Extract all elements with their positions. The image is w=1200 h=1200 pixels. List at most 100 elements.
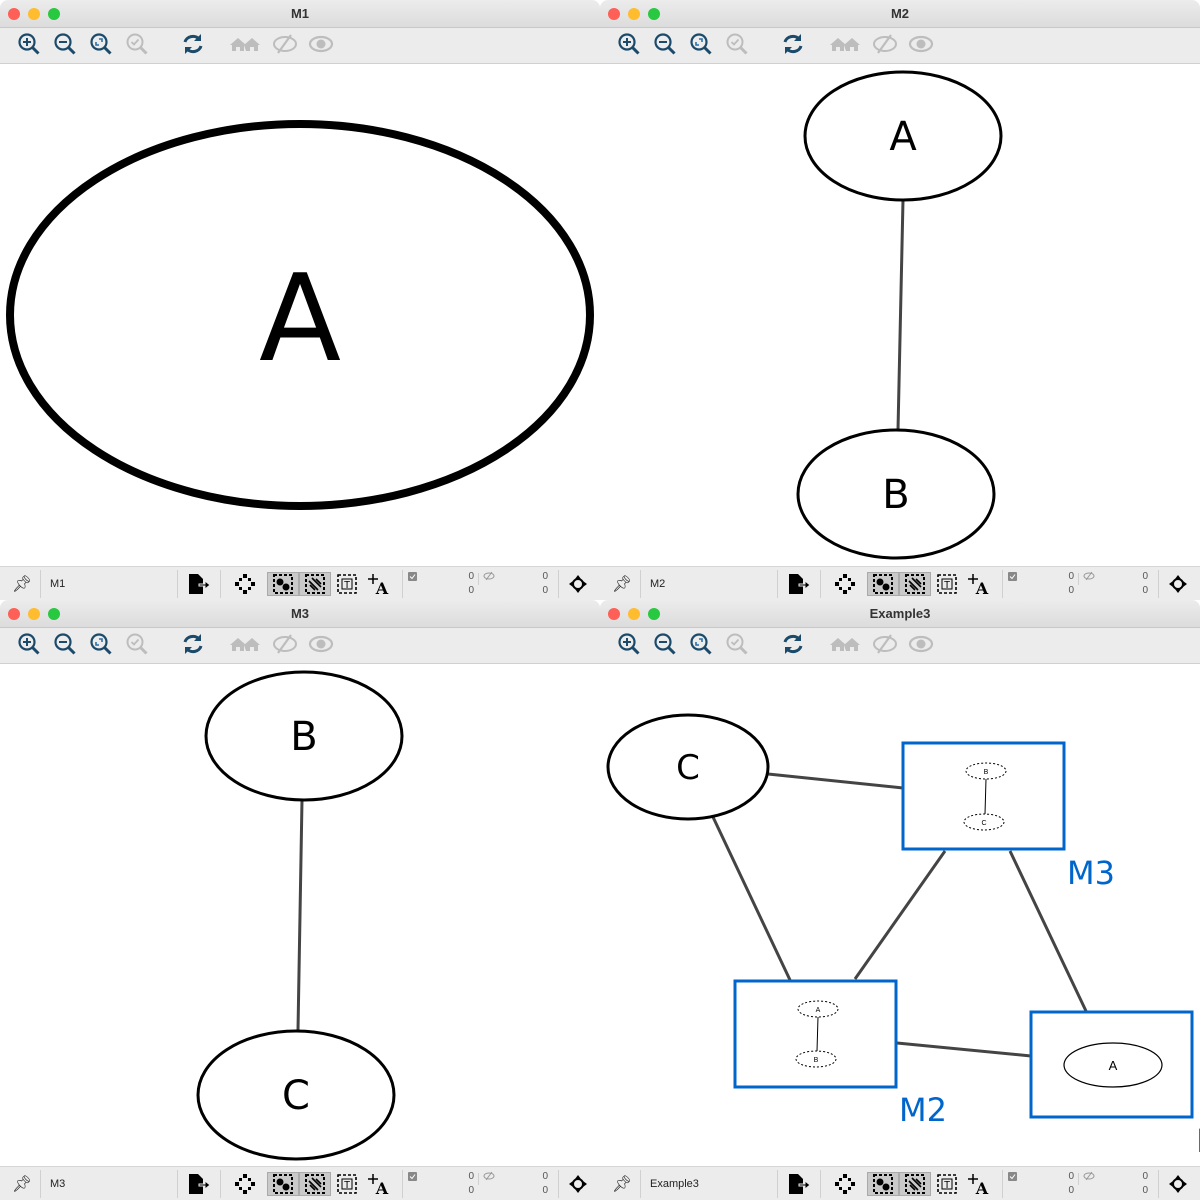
select-edges-toggle[interactable] (299, 572, 331, 596)
node-c[interactable]: C (606, 713, 770, 821)
network-name-field[interactable]: M1 (50, 572, 170, 596)
window-zoom-button[interactable] (648, 8, 660, 20)
select-nodes-toggle[interactable] (867, 1172, 899, 1196)
zoom-out-button[interactable] (652, 32, 678, 58)
pin-button[interactable]: 📌︎ (610, 572, 634, 596)
show-all-button[interactable] (228, 634, 262, 658)
layout-button[interactable] (232, 1172, 258, 1196)
hide-button[interactable] (272, 33, 298, 58)
window-minimize-button[interactable] (628, 8, 640, 20)
zoom-in-button[interactable] (616, 32, 642, 58)
zoom-fit-button[interactable] (88, 632, 114, 658)
network-canvas[interactable]: A (0, 64, 600, 566)
show-button[interactable] (908, 34, 934, 58)
node-a[interactable]: A (6, 120, 594, 510)
zoom-fit-button[interactable] (88, 32, 114, 58)
refresh-button[interactable] (180, 633, 206, 658)
window-close-button[interactable] (608, 8, 620, 20)
select-edges-toggle[interactable] (899, 572, 931, 596)
zoom-out-button[interactable] (652, 632, 678, 658)
fit-content-button[interactable] (1166, 1172, 1190, 1196)
window-close-button[interactable] (8, 608, 20, 620)
export-button[interactable] (786, 572, 812, 596)
hide-button[interactable] (872, 633, 898, 658)
zoom-fit-button[interactable] (688, 632, 714, 658)
network-canvas[interactable]: C B C M3 A B M2 (600, 664, 1200, 1166)
show-button[interactable] (308, 634, 334, 658)
export-button[interactable] (786, 1172, 812, 1196)
group-node-m2[interactable]: A B M2 (733, 979, 947, 1129)
zoom-in-button[interactable] (616, 632, 642, 658)
node-c[interactable]: C (196, 1029, 396, 1161)
edge-b-c[interactable] (296, 799, 304, 1031)
select-labels-button[interactable]: A (366, 572, 392, 596)
window-zoom-button[interactable] (48, 8, 60, 20)
network-canvas[interactable]: B C (0, 664, 600, 1166)
zoom-selected-button[interactable] (724, 633, 750, 658)
window-titlebar[interactable]: Example3 (600, 600, 1200, 628)
select-labels-button[interactable]: A (966, 1172, 992, 1196)
window-zoom-button[interactable] (648, 608, 660, 620)
window-close-button[interactable] (8, 8, 20, 20)
pin-button[interactable]: 📌︎ (610, 1172, 634, 1196)
window-close-button[interactable] (608, 608, 620, 620)
layout-button[interactable] (232, 572, 258, 596)
edge-a-b[interactable] (896, 199, 905, 431)
window-titlebar[interactable]: M1 (0, 0, 600, 28)
edge-m2-m1[interactable] (896, 1041, 1032, 1058)
zoom-selected-button[interactable] (124, 33, 150, 58)
edge-c-m3[interactable] (767, 772, 904, 790)
window-titlebar[interactable]: M2 (600, 0, 1200, 28)
layout-button[interactable] (832, 572, 858, 596)
zoom-fit-button[interactable] (688, 32, 714, 58)
select-labels-button[interactable]: A (366, 1172, 392, 1196)
zoom-out-button[interactable] (52, 32, 78, 58)
fit-content-button[interactable] (566, 1172, 590, 1196)
node-a[interactable]: A (803, 70, 1003, 202)
show-all-button[interactable] (828, 34, 862, 58)
refresh-button[interactable] (780, 33, 806, 58)
select-annotations-button[interactable]: T (334, 572, 360, 596)
fit-content-button[interactable] (566, 572, 590, 596)
zoom-selected-button[interactable] (124, 633, 150, 658)
window-minimize-button[interactable] (28, 8, 40, 20)
select-edges-toggle[interactable] (299, 1172, 331, 1196)
select-nodes-toggle[interactable] (267, 572, 299, 596)
edge-c-m2[interactable] (711, 816, 792, 981)
window-minimize-button[interactable] (628, 608, 640, 620)
show-all-button[interactable] (828, 634, 862, 658)
zoom-in-button[interactable] (16, 32, 42, 58)
layout-button[interactable] (832, 1172, 858, 1196)
window-titlebar[interactable]: M3 (0, 600, 600, 628)
select-edges-toggle[interactable] (899, 1172, 931, 1196)
select-nodes-toggle[interactable] (267, 1172, 299, 1196)
export-button[interactable] (186, 1172, 212, 1196)
network-name-field[interactable]: Example3 (650, 1172, 770, 1196)
hide-button[interactable] (872, 33, 898, 58)
show-all-button[interactable] (228, 34, 262, 58)
group-node-m1[interactable]: A M1 (1029, 1010, 1200, 1160)
edge-m3-m1[interactable] (1008, 850, 1088, 1012)
edge-m3-m2[interactable] (853, 850, 947, 980)
show-button[interactable] (308, 34, 334, 58)
fit-content-button[interactable] (1166, 572, 1190, 596)
select-labels-button[interactable]: A (966, 572, 992, 596)
network-name-field[interactable]: M2 (650, 572, 770, 596)
pin-button[interactable]: 📌︎ (10, 572, 34, 596)
select-nodes-toggle[interactable] (867, 572, 899, 596)
node-b[interactable]: B (796, 428, 996, 560)
network-name-field[interactable]: M3 (50, 1172, 170, 1196)
zoom-selected-button[interactable] (724, 33, 750, 58)
pin-button[interactable]: 📌︎ (10, 1172, 34, 1196)
window-minimize-button[interactable] (28, 608, 40, 620)
select-annotations-button[interactable]: T (934, 572, 960, 596)
select-annotations-button[interactable]: T (934, 1172, 960, 1196)
hide-button[interactable] (272, 633, 298, 658)
zoom-in-button[interactable] (16, 632, 42, 658)
refresh-button[interactable] (780, 633, 806, 658)
network-canvas[interactable]: A B (600, 64, 1200, 566)
select-annotations-button[interactable]: T (334, 1172, 360, 1196)
refresh-button[interactable] (180, 33, 206, 58)
zoom-out-button[interactable] (52, 632, 78, 658)
window-zoom-button[interactable] (48, 608, 60, 620)
